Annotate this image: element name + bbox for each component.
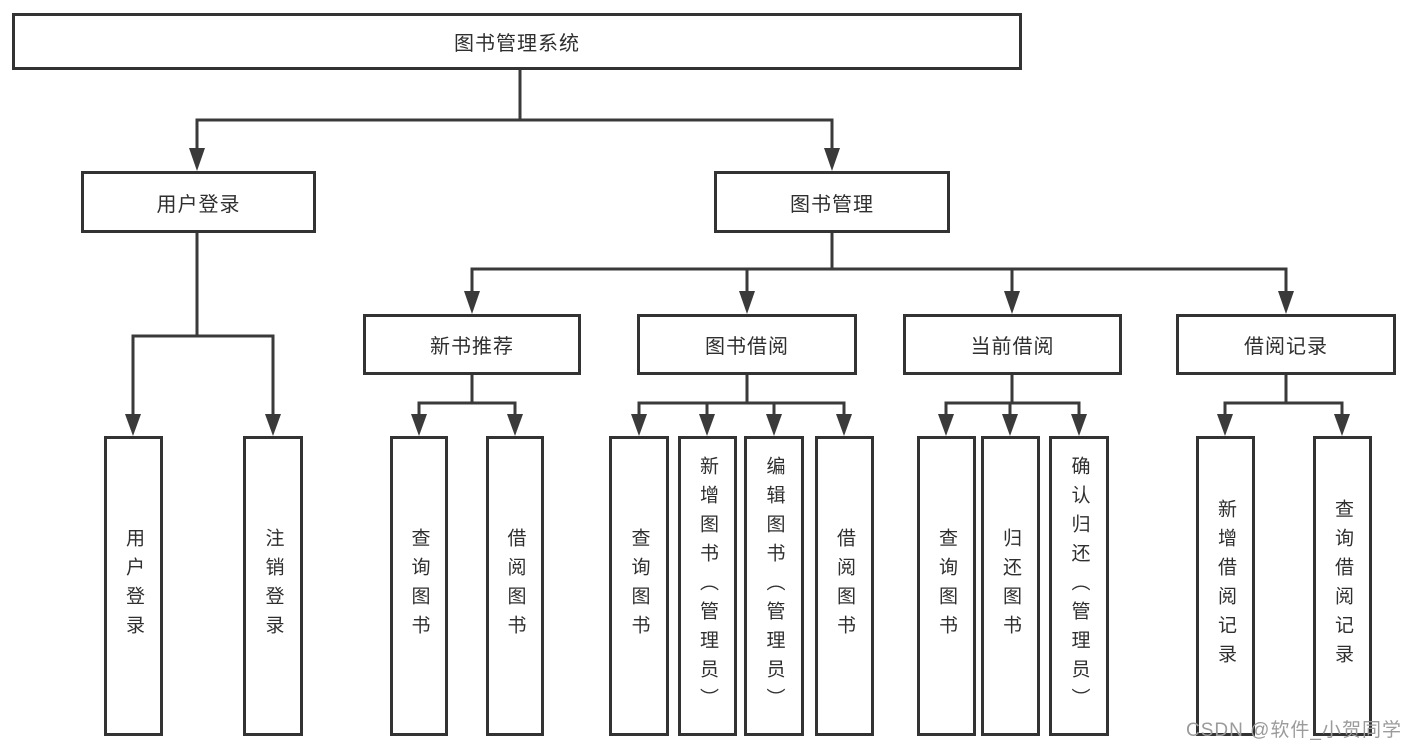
node-user-login-label: 用户登录: [156, 193, 241, 216]
node-root: 图书管理系统: [12, 13, 1022, 70]
leaf-add-book-admin: 新增图书（管理员）: [678, 436, 737, 736]
leaf-confirm-return-admin: 确认归还（管理员）: [1049, 436, 1109, 736]
leaf-query-books-current-label: 查询图书: [936, 528, 957, 644]
arrow-down-icon: [824, 148, 840, 171]
arrow-down-icon: [125, 414, 141, 436]
leaf-query-books-borrow-label: 查询图书: [628, 528, 650, 644]
leaf-add-borrow-record-label: 新增借阅记录: [1215, 499, 1236, 673]
leaf-logout: 注销登录: [243, 436, 303, 736]
leaf-query-books-recommend: 查询图书: [390, 436, 448, 736]
leaf-confirm-return-admin-label: 确认归还（管理员）: [1068, 455, 1090, 717]
arrow-down-icon: [836, 414, 852, 436]
arrow-down-icon: [766, 414, 782, 436]
arrow-down-icon: [507, 414, 523, 436]
node-book-management: 图书管理: [714, 171, 950, 233]
arrow-down-icon: [1004, 291, 1020, 314]
leaf-borrow-books-recommend: 借阅图书: [486, 436, 544, 736]
node-new-book-recommend: 新书推荐: [363, 314, 581, 375]
arrow-down-icon: [699, 414, 715, 436]
arrow-down-icon: [411, 414, 427, 436]
arrow-down-icon: [739, 291, 755, 314]
leaf-logout-label: 注销登录: [262, 528, 284, 644]
leaf-query-borrow-record: 查询借阅记录: [1313, 436, 1372, 736]
leaf-add-borrow-record: 新增借阅记录: [1196, 436, 1255, 736]
leaf-borrow-books-recommend-label: 借阅图书: [504, 528, 526, 644]
leaf-query-borrow-record-label: 查询借阅记录: [1332, 499, 1353, 673]
arrow-down-icon: [938, 414, 954, 436]
arrow-down-icon: [265, 414, 281, 436]
node-borrow-records: 借阅记录: [1176, 314, 1396, 375]
leaf-edit-book-admin: 编辑图书（管理员）: [744, 436, 804, 736]
node-borrow-records-label: 借阅记录: [1244, 336, 1328, 358]
arrow-down-icon: [1278, 291, 1294, 314]
watermark: CSDN @软件_小贺同学: [1186, 720, 1402, 741]
node-book-borrow-label: 图书借阅: [705, 336, 789, 358]
arrow-down-icon: [464, 291, 480, 314]
node-book-borrow: 图书借阅: [637, 314, 857, 375]
leaf-user-login: 用户登录: [104, 436, 163, 736]
arrow-down-icon: [1334, 414, 1350, 436]
leaf-borrow-books: 借阅图书: [815, 436, 874, 736]
leaf-query-books-borrow: 查询图书: [609, 436, 669, 736]
leaf-add-book-admin-label: 新增图书（管理员）: [697, 455, 718, 717]
leaf-query-books-current: 查询图书: [917, 436, 976, 736]
node-new-book-recommend-label: 新书推荐: [430, 336, 514, 358]
arrow-down-icon: [1002, 414, 1018, 436]
arrow-down-icon: [1217, 414, 1233, 436]
node-book-management-label: 图书管理: [790, 193, 874, 216]
arrow-down-icon: [1071, 414, 1087, 436]
node-user-login: 用户登录: [81, 171, 316, 233]
leaf-return-books-label: 归还图书: [1000, 528, 1021, 644]
leaf-user-login-label: 用户登录: [123, 528, 144, 644]
leaf-edit-book-admin-label: 编辑图书（管理员）: [763, 455, 785, 717]
leaf-borrow-books-label: 借阅图书: [834, 528, 855, 644]
node-current-borrow: 当前借阅: [903, 314, 1122, 375]
arrow-down-icon: [631, 414, 647, 436]
leaf-return-books: 归还图书: [981, 436, 1040, 736]
arrow-down-icon: [189, 148, 205, 171]
node-root-label: 图书管理系统: [454, 33, 580, 55]
leaf-query-books-recommend-label: 查询图书: [408, 528, 430, 644]
node-current-borrow-label: 当前借阅: [970, 336, 1055, 358]
